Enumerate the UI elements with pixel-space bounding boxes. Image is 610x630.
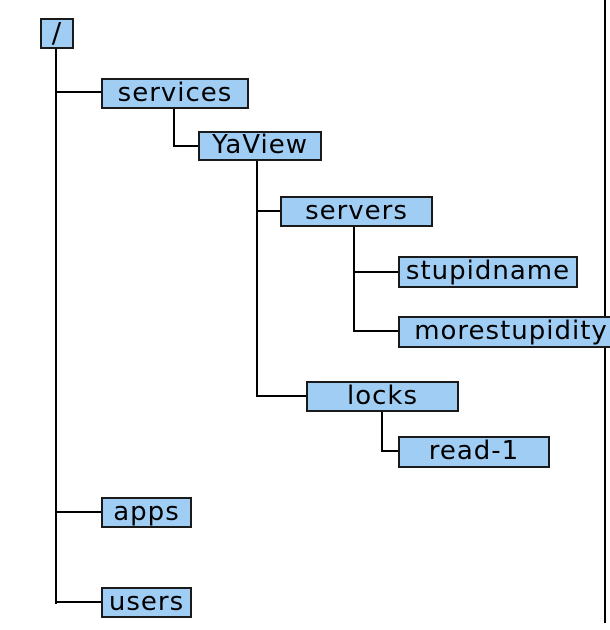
tree-node-read-1[interactable]: read-1: [398, 436, 550, 468]
connector-trunk-root: [55, 48, 57, 604]
connector-servers-stupidname: [353, 271, 400, 273]
connector-yaview-locks: [256, 395, 309, 397]
tree-node-users[interactable]: users: [101, 587, 192, 618]
panel-right-border: [604, 0, 606, 623]
connector-services-yaview: [173, 145, 201, 147]
connector-locks-trunk: [381, 411, 383, 452]
tree-node-yaview[interactable]: YaView: [198, 131, 322, 161]
connector-services-trunk: [173, 108, 175, 147]
tree-node-services[interactable]: services: [101, 78, 249, 109]
tree-node-locks[interactable]: locks: [306, 381, 459, 412]
connector-root-services: [55, 91, 102, 93]
connector-locks-read1: [381, 450, 402, 452]
connector-root-users: [55, 601, 102, 603]
connector-yaview-servers: [256, 210, 283, 212]
tree-node-stupidname[interactable]: stupidname: [398, 256, 578, 288]
connector-servers-morestupidity: [353, 330, 400, 332]
connector-servers-trunk: [353, 227, 355, 332]
tree-node-apps[interactable]: apps: [101, 497, 192, 528]
connector-yaview-trunk: [256, 160, 258, 397]
tree-node-morestupidity[interactable]: morestupidity: [398, 316, 610, 348]
connector-root-apps: [55, 511, 102, 513]
tree-node-servers[interactable]: servers: [280, 196, 433, 227]
tree-node-root[interactable]: /: [40, 18, 74, 49]
